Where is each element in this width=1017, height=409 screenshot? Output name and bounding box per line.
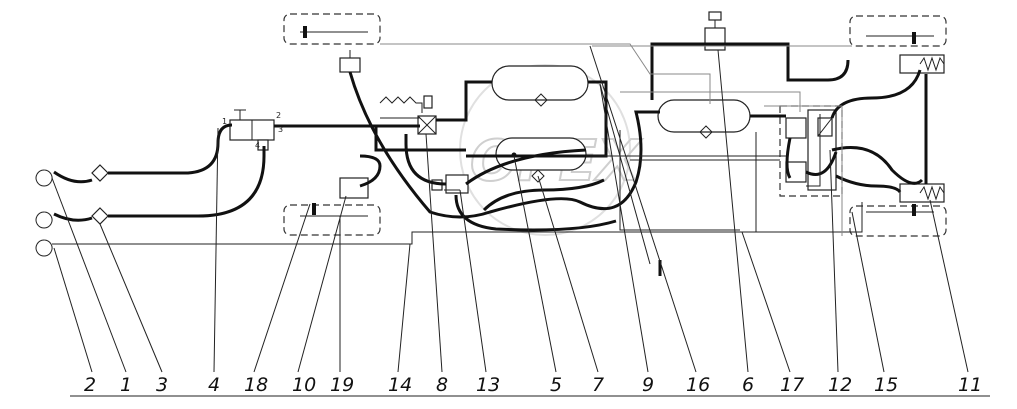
air-tank-middle bbox=[657, 99, 751, 139]
callout-8: 8 bbox=[436, 374, 448, 396]
callout-2: 2 bbox=[84, 374, 96, 396]
spring-chamber-upper bbox=[899, 54, 945, 74]
callout-13: 13 bbox=[476, 374, 500, 396]
callout-17: 17 bbox=[780, 374, 804, 396]
callout-12: 12 bbox=[828, 374, 852, 396]
port-2: 2 bbox=[276, 111, 281, 120]
callout-5: 5 bbox=[550, 374, 562, 396]
air-lines-thick bbox=[53, 42, 928, 276]
valve-8 bbox=[379, 95, 437, 135]
filter-1 bbox=[91, 164, 109, 182]
port-4: 4 bbox=[255, 141, 260, 150]
callout-15: 15 bbox=[874, 374, 898, 396]
signal-lines-grey bbox=[380, 43, 852, 236]
wheel-rear-right bbox=[849, 204, 947, 237]
leader-lines bbox=[51, 45, 969, 373]
spring-chamber-lower bbox=[899, 183, 945, 203]
callout-7: 7 bbox=[592, 374, 604, 396]
callout-4: 4 bbox=[208, 374, 220, 396]
callout-11: 11 bbox=[958, 374, 982, 396]
wheel-rear-left bbox=[283, 203, 381, 236]
callout-16: 16 bbox=[686, 374, 710, 396]
valve-10 bbox=[339, 177, 369, 199]
air-tank-upper bbox=[491, 65, 589, 107]
callout-6: 6 bbox=[742, 374, 754, 396]
wheel-front-right bbox=[849, 15, 947, 47]
port-1: 1 bbox=[222, 117, 227, 126]
air-lines-thin bbox=[52, 83, 863, 265]
port-3: 3 bbox=[278, 125, 283, 134]
callout-18: 18 bbox=[244, 374, 268, 396]
brake-valve-4: 1 2 3 4 bbox=[222, 109, 283, 151]
callout-labels: 2 1 3 4 18 10 19 14 8 13 5 7 9 16 6 17 1… bbox=[84, 374, 982, 396]
callout-10: 10 bbox=[292, 374, 316, 396]
wheel-front-left bbox=[283, 13, 381, 45]
callout-14: 14 bbox=[388, 374, 412, 396]
valve-front-left bbox=[339, 50, 361, 73]
filter-3 bbox=[91, 207, 109, 225]
callout-1: 1 bbox=[120, 374, 132, 396]
callout-3: 3 bbox=[156, 374, 168, 396]
coupling-heads bbox=[35, 169, 53, 257]
callout-19: 19 bbox=[330, 374, 354, 396]
callout-9: 9 bbox=[642, 374, 654, 396]
